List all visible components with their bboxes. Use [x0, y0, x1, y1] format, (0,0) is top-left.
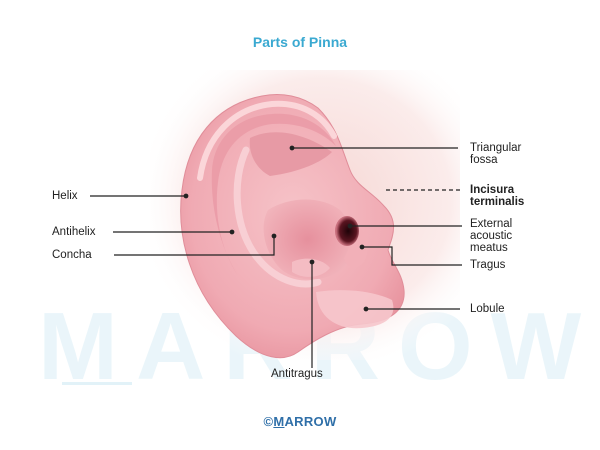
brand-rest: ARROW	[284, 414, 337, 429]
external-acoustic-meatus-shape	[335, 216, 359, 246]
dot-tragus	[359, 244, 365, 250]
label-external-line1: External	[470, 218, 513, 230]
label-triangular-fossa-line1: Triangular	[470, 142, 522, 154]
label-incisura-line2: terminalis	[470, 196, 525, 208]
label-concha: Concha	[52, 249, 92, 261]
antihelix-ridge	[233, 146, 322, 288]
helix-rim	[197, 100, 337, 181]
copyright-symbol: ©	[263, 414, 274, 429]
lobule-shape	[316, 290, 394, 329]
dot-antitragus	[309, 259, 315, 265]
footer-brand: ©MARROW	[0, 414, 600, 429]
tragus-shape	[344, 222, 368, 267]
label-antitragus: Antitragus	[271, 368, 323, 380]
concha-shape	[263, 199, 352, 280]
dot-triangular-fossa	[289, 145, 295, 151]
leader-tragus	[362, 246, 462, 266]
triangular-fossa-shape	[249, 132, 332, 176]
label-helix: Helix	[52, 190, 78, 202]
label-triangular-fossa-line2: fossa	[470, 154, 498, 166]
label-antihelix: Antihelix	[52, 226, 96, 238]
label-external-line3: meatus	[470, 242, 508, 254]
dot-concha	[271, 233, 277, 239]
label-tragus: Tragus	[470, 259, 506, 271]
dot-lobule	[363, 306, 369, 312]
brand-first-letter: M	[273, 414, 285, 429]
dot-antihelix	[229, 229, 235, 235]
label-lobule: Lobule	[470, 303, 505, 315]
dot-helix	[183, 193, 189, 199]
diagram-title: Parts of Pinna	[252, 34, 348, 50]
leader-concha	[114, 236, 275, 256]
dot-external-acoustic-meatus	[347, 223, 353, 229]
watermark-bar	[62, 382, 132, 385]
antitragus-shape	[292, 258, 330, 277]
label-external-line2: acoustic	[470, 230, 513, 242]
leader-lines	[90, 145, 462, 368]
label-incisura-line1: Incisura	[470, 184, 515, 196]
